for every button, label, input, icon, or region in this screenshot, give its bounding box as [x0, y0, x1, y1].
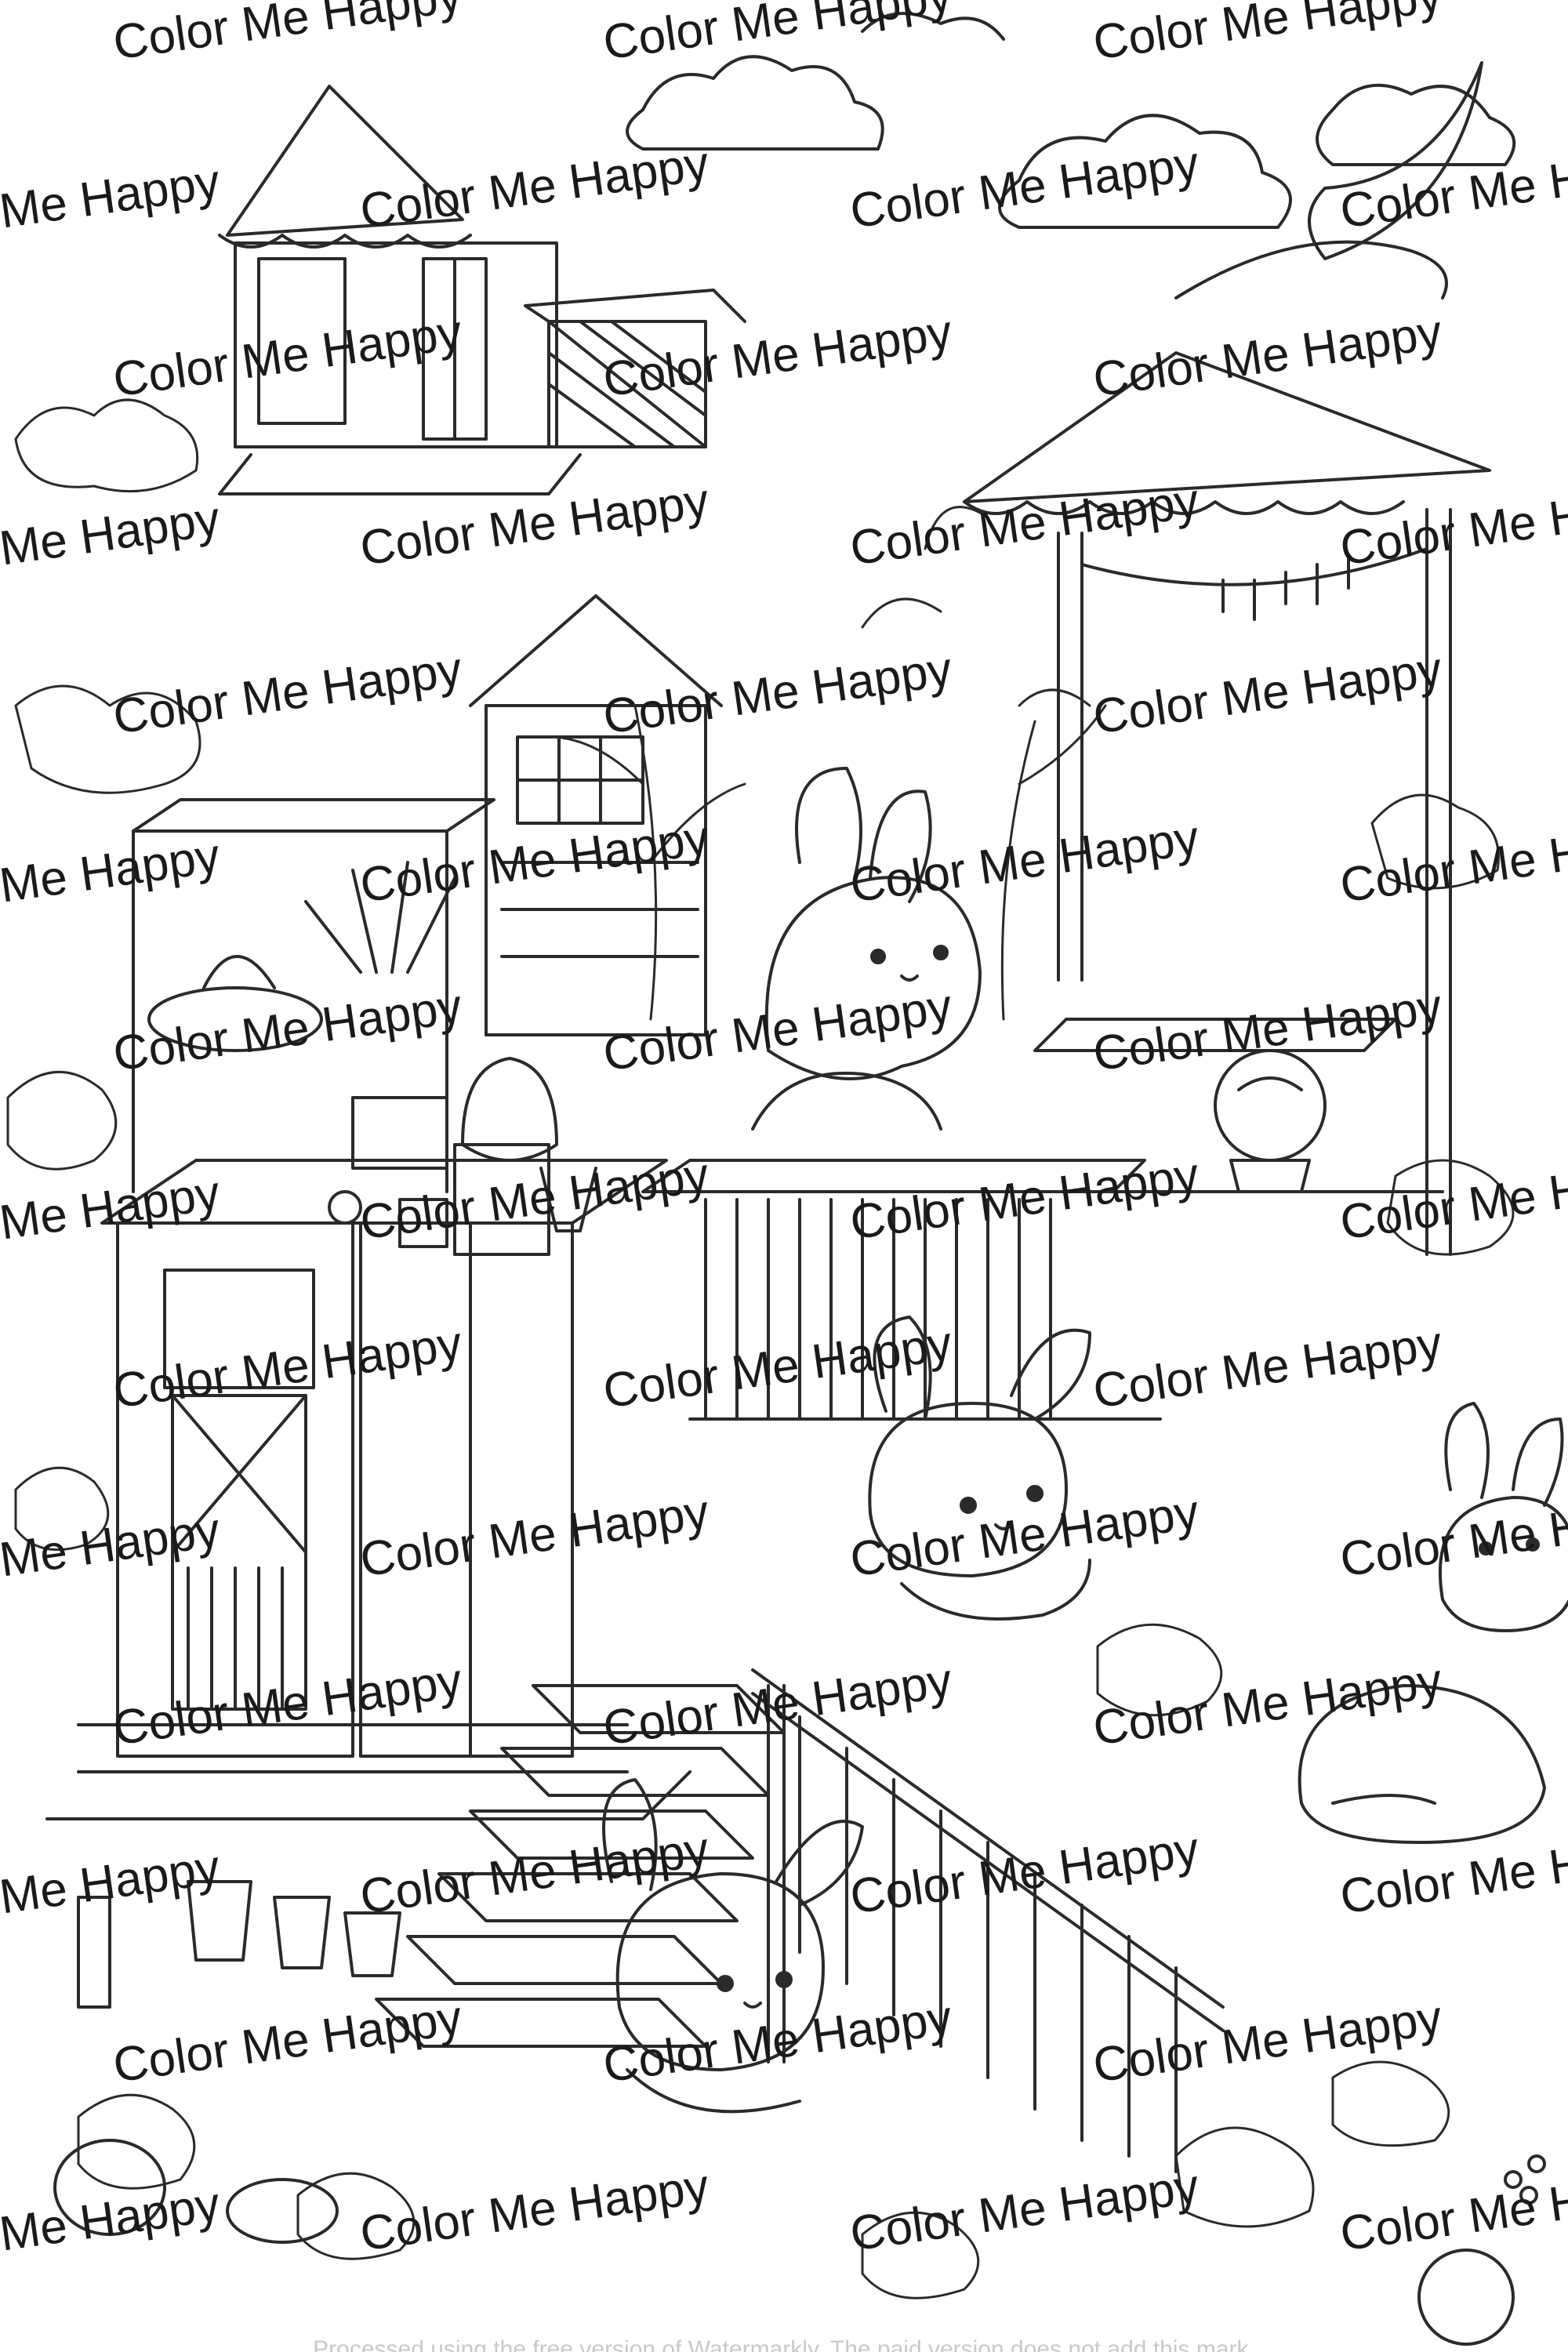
- treehouse-cabin: [218, 85, 746, 495]
- curled-creature: [1298, 1684, 1546, 1844]
- watermark-footer-note: Processed using the free version of Wate…: [313, 2336, 1255, 2352]
- crystal-ball: [1214, 1049, 1327, 1193]
- foliage: [6, 398, 1515, 2299]
- bunny-middle: [868, 1316, 1091, 1621]
- clouds: [626, 12, 1516, 229]
- tree-branches: [547, 704, 1107, 1021]
- gazebo: [963, 240, 1491, 1256]
- crescent-moon: [1308, 61, 1483, 260]
- wooden-cabinet: [45, 1159, 691, 1820]
- staircase: [375, 1684, 786, 2063]
- potted-plants-table: [132, 798, 597, 1256]
- bottom-pots: [53, 1880, 1546, 2346]
- stair-railing: [751, 1668, 1225, 2173]
- bunny-balcony: [751, 767, 982, 1131]
- balcony-railing: [641, 1018, 1444, 1421]
- middle-building: [469, 594, 723, 1036]
- bunny-bottom: [602, 1778, 864, 2114]
- bunny-right: [1438, 1402, 1568, 1632]
